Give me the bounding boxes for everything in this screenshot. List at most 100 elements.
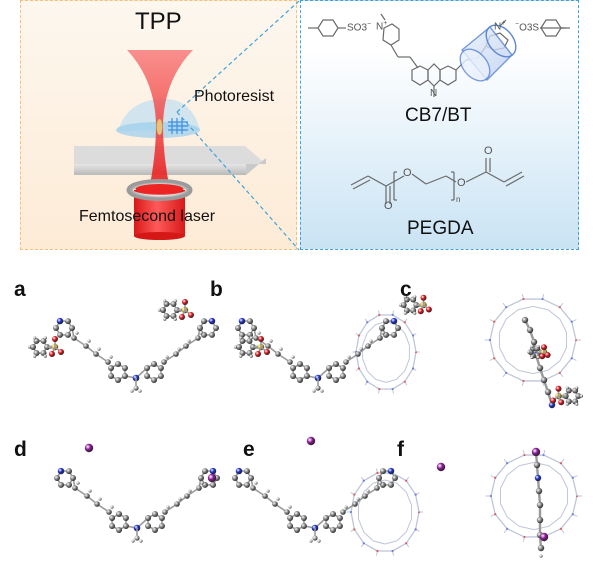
cb7-bond xyxy=(384,479,397,484)
cb7-bond xyxy=(405,480,417,496)
cb7-bt-iodide-complex-icon xyxy=(232,436,446,556)
oxygen-atom xyxy=(182,299,188,305)
pegda-structure xyxy=(350,158,525,204)
carbon-atom xyxy=(336,523,343,529)
cb7bt-name: CB7/BT xyxy=(405,105,472,126)
carbon-atom xyxy=(326,365,333,371)
hydrogen-atom xyxy=(530,355,534,360)
hydrogen-atom xyxy=(33,336,37,340)
carbon-atom xyxy=(330,511,336,517)
carbon-atom xyxy=(265,343,271,349)
carbon-atom xyxy=(323,515,330,521)
pegda-oxygen-top: O xyxy=(484,145,493,157)
pegda-oxygen-ether1: O xyxy=(403,167,412,179)
carbon-atom xyxy=(248,475,254,481)
carbon-atom xyxy=(116,511,122,517)
oxygen-atom xyxy=(58,349,64,355)
carbon-atom xyxy=(275,351,281,357)
carbon-atom xyxy=(400,302,407,308)
carbon-atom xyxy=(209,331,215,338)
cb7-heteroatom xyxy=(376,471,379,475)
hydrogen-atom xyxy=(98,497,102,501)
carbon-atom xyxy=(122,515,129,521)
objective-lens xyxy=(126,179,193,240)
carbon-atom xyxy=(30,344,36,350)
carbon-atom xyxy=(395,325,401,331)
carbon-atom xyxy=(105,359,111,365)
iodine-atom xyxy=(436,462,446,472)
carbon-atom xyxy=(294,511,300,517)
hydrogen-atom xyxy=(257,331,261,335)
cb7-bond xyxy=(384,540,397,545)
cb7-bond xyxy=(560,503,568,518)
hydrogen-atom xyxy=(200,481,204,485)
cb7-bond xyxy=(358,321,368,336)
cb7-bond xyxy=(414,494,420,513)
carbon-atom xyxy=(115,361,121,367)
cb7-bond xyxy=(363,482,374,493)
hydrogen-atom xyxy=(575,402,579,406)
carbon-atom xyxy=(536,516,544,524)
pegda-oxygen-ether2: O xyxy=(457,177,466,189)
cb7-heteroatom xyxy=(571,513,574,516)
carbon-atom xyxy=(162,509,168,515)
carbon-atom xyxy=(391,331,397,338)
oxygen-atom xyxy=(49,351,55,357)
hydrogen-atom xyxy=(369,339,373,343)
nitrogen-atom xyxy=(387,467,395,475)
hydrogen-atom xyxy=(536,344,540,349)
hydrogen-atom xyxy=(157,308,162,312)
hydrogen-atom xyxy=(110,505,114,509)
hydrogen-atom xyxy=(359,347,363,351)
carbon-atom xyxy=(65,331,71,338)
hydrogen-atom xyxy=(527,350,531,354)
left-sulfonate-formula: SO3 xyxy=(347,22,368,34)
hydrogen-atom xyxy=(43,336,47,340)
carbon-atom xyxy=(303,365,310,371)
carbon-atom xyxy=(116,527,122,533)
cb7-bond xyxy=(396,531,407,542)
oxygen-atom xyxy=(544,352,551,358)
cb7-heteroatom xyxy=(522,297,525,301)
hydrogen-atom xyxy=(320,389,324,393)
carbon-atom xyxy=(355,351,361,357)
hydrogen-atom xyxy=(291,355,295,359)
iodine-atom xyxy=(539,532,549,542)
carbon-atom xyxy=(184,493,190,499)
cb7-bond xyxy=(363,542,378,552)
carbon-atom xyxy=(158,515,165,521)
right-n-label: N xyxy=(494,21,502,33)
cb7-bond xyxy=(505,309,519,320)
cb7-bond xyxy=(548,516,562,527)
carbon-atom xyxy=(300,515,307,521)
hydrogen-atom xyxy=(76,481,80,485)
carbon-atom xyxy=(152,527,158,533)
cb7-bond xyxy=(571,339,577,359)
cb7-bond xyxy=(506,465,520,476)
cb7-heteroatom xyxy=(494,476,497,479)
hydrogen-atom xyxy=(381,331,385,335)
nitrogen-atom xyxy=(238,317,246,325)
cb7-barrel-icon xyxy=(459,24,517,82)
hydrogen-atom xyxy=(539,554,543,558)
cb7-bond xyxy=(572,477,578,497)
carbon-atom xyxy=(290,373,297,379)
carbon-atom xyxy=(533,461,541,469)
nitrogen-atom xyxy=(57,467,65,475)
cb7-bond xyxy=(396,370,406,380)
oxygen-atom xyxy=(558,399,565,406)
photoresist-label: Photoresist xyxy=(194,88,275,105)
hydrogen-atom xyxy=(187,339,191,343)
carbon-atom xyxy=(66,468,72,475)
carbon-atom xyxy=(202,468,208,475)
cb7-heteroatom xyxy=(558,371,561,374)
cb7-bond xyxy=(405,491,412,506)
carbon-atom xyxy=(115,377,121,383)
carbon-atom xyxy=(213,325,219,331)
carbon-atom xyxy=(333,361,339,367)
left-pyridinium-n: N+ xyxy=(376,20,387,32)
cb7-bond xyxy=(392,542,407,552)
cb7-heteroatom xyxy=(362,479,365,482)
cb7-bond xyxy=(506,528,525,538)
